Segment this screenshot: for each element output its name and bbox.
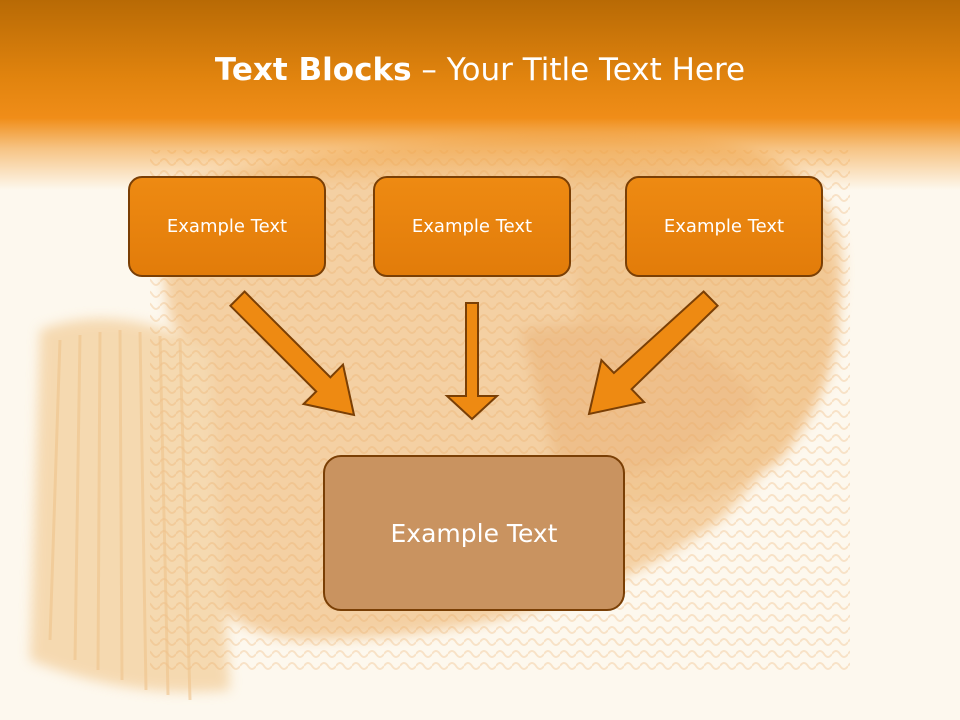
text-block-left-label: Example Text — [166, 216, 288, 237]
text-block-center[interactable]: Example Text — [323, 455, 625, 611]
text-block-center-label: Example Text — [390, 518, 558, 548]
text-block-left[interactable]: Example Text — [128, 176, 326, 277]
title-dash: – — [411, 52, 447, 88]
arrow-right-icon — [587, 290, 720, 416]
title-bold-text: Text Blocks — [214, 52, 412, 88]
text-block-right[interactable]: Example Text — [625, 176, 823, 277]
text-block-middle-label: Example Text — [411, 216, 533, 237]
title-banner — [0, 0, 960, 190]
text-block-right-label: Example Text — [663, 216, 785, 237]
arrow-down-icon — [444, 302, 500, 421]
text-block-middle[interactable]: Example Text — [373, 176, 571, 277]
slide-title: Text Blocks – Your Title Text Here — [0, 52, 960, 88]
title-rest-text: Your Title Text Here — [446, 52, 746, 88]
arrow-left-icon — [228, 290, 356, 417]
